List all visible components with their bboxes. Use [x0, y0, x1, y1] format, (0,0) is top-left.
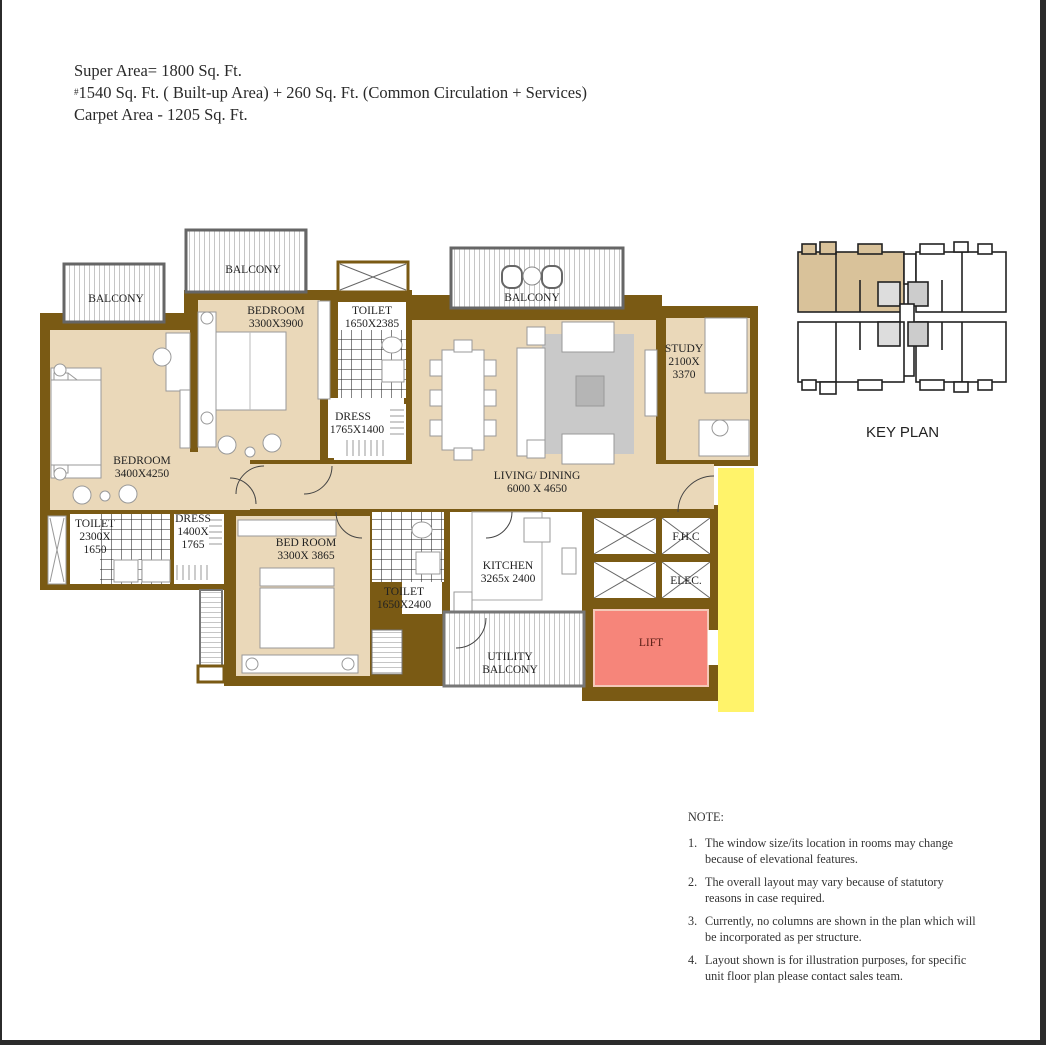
label-kitchen: KITCHEN — [483, 560, 534, 572]
note-item: 1.The window size/its location in rooms … — [688, 835, 954, 867]
note-item: 2.The overall layout may vary because of… — [688, 874, 944, 906]
notes-panel: NOTE: 1.The window size/its location in … — [688, 809, 978, 991]
label-bedroom-3: BED ROOM — [276, 537, 336, 549]
size-living-dining: 6000 X 4650 — [507, 483, 567, 495]
carpet-area: Carpet Area - 1205 Sq. Ft. — [74, 105, 248, 124]
label-elec: ELEC. — [670, 575, 702, 587]
label-balcony-living: BALCONY — [504, 292, 560, 304]
door-swings — [229, 465, 715, 649]
size-toilet-master-2: 1650 — [84, 544, 107, 556]
bedroom-2 — [197, 300, 331, 458]
bedroom-3-furniture — [196, 519, 403, 684]
label-utility-1: UTILITY — [487, 651, 533, 663]
super-area: Super Area= 1800 Sq. Ft. — [74, 61, 242, 80]
label-balcony-left: BALCONY — [88, 293, 144, 305]
label-toilet-master: TOILET — [75, 518, 115, 530]
key-plan-label: KEY PLAN — [866, 424, 940, 441]
builtup-area: #1540 Sq. Ft. ( Built-up Area) + 260 Sq.… — [74, 83, 588, 102]
size-toilet-3: 1650X2400 — [377, 599, 432, 611]
size-dress-master-1: 1400X — [177, 526, 209, 538]
services-core — [593, 517, 718, 687]
label-dress-master: DRESS — [175, 513, 211, 525]
size-study-1: 2100X — [668, 356, 700, 368]
notes-title: NOTE: — [688, 810, 724, 824]
label-lift: LIFT — [639, 637, 663, 649]
living-dining-furniture — [429, 321, 658, 465]
size-dress-master-2: 1765 — [182, 539, 205, 551]
label-toilet-2: TOILET — [352, 305, 392, 317]
note-item: 4.Layout shown is for illustration purpo… — [688, 952, 967, 984]
corridor-strip — [718, 468, 754, 712]
size-toilet-2: 1650X2385 — [345, 318, 400, 330]
toilet-2 — [334, 260, 410, 460]
study-furniture — [698, 317, 750, 457]
master-bedroom — [50, 332, 191, 505]
size-dress-2: 1765X1400 — [330, 424, 385, 436]
toilet-3 — [372, 512, 444, 614]
label-balcony-mid: BALCONY — [225, 264, 281, 276]
size-study-2: 3370 — [673, 369, 696, 381]
master-toilet — [47, 514, 224, 585]
size-bedroom-3: 3300X 3865 — [277, 550, 334, 562]
label-master-bedroom: BEDROOM — [113, 455, 171, 467]
label-fhc: F.H.C — [672, 531, 700, 543]
label-study: STUDY — [665, 343, 704, 355]
notes-list: 1.The window size/its location in rooms … — [688, 835, 978, 985]
label-bedroom-2: BEDROOM — [247, 305, 305, 317]
kitchen — [442, 511, 586, 688]
lift-shaft — [593, 609, 709, 687]
label-living-dining: LIVING/ DINING — [494, 470, 581, 482]
balconies — [62, 228, 625, 324]
room-labels: BALCONY BALCONY BALCONY BEDROOM 3300X390… — [75, 264, 704, 676]
size-kitchen: 3265x 2400 — [481, 573, 536, 585]
size-master-bedroom: 3400X4250 — [115, 468, 170, 480]
key-plan-drawing — [797, 241, 1007, 395]
area-summary: Super Area= 1800 Sq. Ft. #1540 Sq. Ft. (… — [74, 60, 587, 126]
size-bedroom-2: 3300X3900 — [249, 318, 304, 330]
note-item: 3.Currently, no columns are shown in the… — [688, 913, 976, 945]
label-utility-2: BALCONY — [482, 664, 538, 676]
label-dress-2: DRESS — [335, 411, 371, 423]
size-toilet-master-1: 2300X — [79, 531, 111, 543]
label-toilet-3: TOILET — [384, 586, 424, 598]
